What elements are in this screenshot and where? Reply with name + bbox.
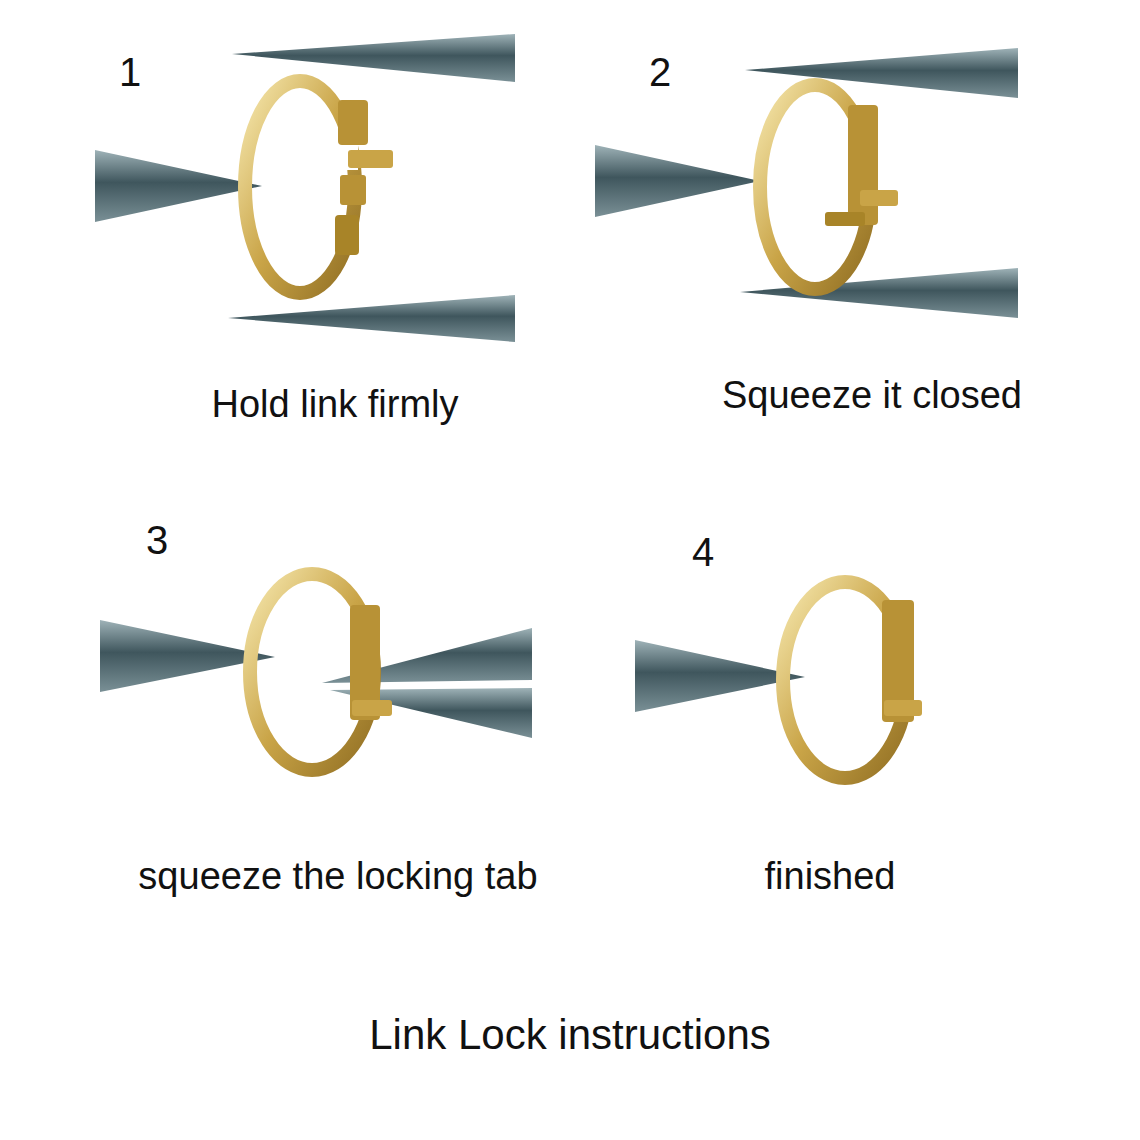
step-number: 4 bbox=[692, 530, 714, 574]
pliers bbox=[95, 34, 515, 342]
pliers bbox=[100, 620, 532, 738]
step-caption: Hold link firmly bbox=[211, 384, 458, 426]
step-number: 3 bbox=[146, 518, 168, 562]
link bbox=[245, 81, 393, 293]
step-caption: squeeze the locking tab bbox=[138, 856, 537, 898]
step-caption: Squeeze it closed bbox=[722, 375, 1022, 417]
link bbox=[760, 85, 898, 289]
caption: Link Lock instructions bbox=[369, 1012, 771, 1058]
link bbox=[783, 582, 922, 778]
step-number: 1 bbox=[119, 50, 141, 94]
step-number: 2 bbox=[649, 50, 671, 94]
pliers bbox=[595, 48, 1018, 318]
step-caption: finished bbox=[765, 856, 896, 898]
link bbox=[250, 574, 392, 770]
